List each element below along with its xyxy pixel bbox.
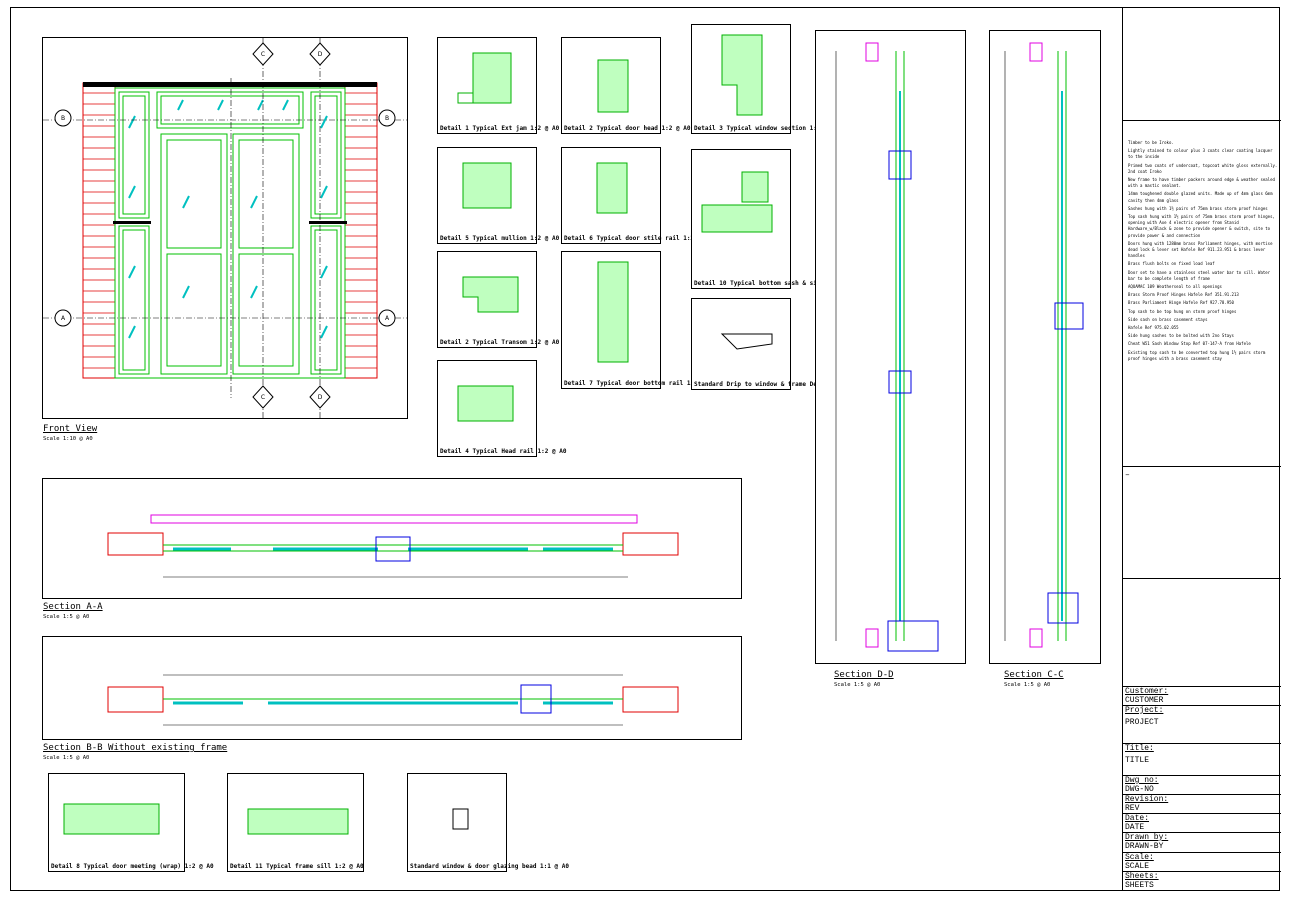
note: Lightly stained to colour plus 3 coats c… (1128, 148, 1273, 160)
detail-caption: Detail 3 Typical window section 1:1 @ A0 (694, 125, 839, 132)
note: Top sash hung with 1½ pairs of 75mm bras… (1128, 214, 1275, 238)
note: AQUAMAC 109 Weatherseal to all openings (1128, 284, 1222, 290)
note: Brass Parliament Hinge Hafele Ref 927.78… (1128, 300, 1234, 306)
note: Timber to be Iroko. (1128, 140, 1174, 145)
section-dd-scale: Scale 1:5 @ A0 (834, 682, 881, 688)
section-cc-panel (989, 30, 1101, 664)
detail-caption: Detail 5 Typical mullion 1:2 @ A0 (440, 235, 560, 242)
tb-customer: Customer:CUSTOMER (1123, 686, 1281, 705)
svg-text:D: D (318, 394, 323, 401)
detail-caption: Detail 4 Typical Head rail 1:2 @ A0 (440, 448, 567, 455)
note: Top sash to be top hung on storm proof h… (1128, 308, 1237, 314)
tb-date: Date:DATE (1123, 813, 1281, 832)
detail-2b-panel: Detail 2 Typical Transom 1:2 @ A0 (437, 251, 559, 348)
note: Brass Storm Proof Hinges Hafele Ref 351.… (1128, 292, 1239, 298)
note: Primed two coats of undercoat, topcoat w… (1128, 162, 1278, 174)
svg-text:B: B (385, 115, 389, 122)
tb-title: Title:TITLE (1123, 743, 1281, 775)
svg-text:A: A (61, 315, 66, 322)
detail-2-panel: Detail 2 Typical door head 1:2 @ A0 (561, 37, 690, 134)
glazing-bead-panel: Standard window & door glazing bead 1:1 … (407, 773, 569, 872)
note: Door set to have a stainless steel water… (1128, 269, 1271, 281)
note: Cheat W51 Sash Window Stop Ref 07-147-A … (1128, 341, 1251, 347)
title-block: – Customer:CUSTOMER Project:PROJECT Titl… (1122, 7, 1281, 891)
note: Side hung sashes to be bolted with 2no S… (1128, 333, 1234, 339)
front-view-label: Front View (43, 424, 98, 434)
section-markers (54, 42, 396, 409)
tb-blank-1: – (1123, 466, 1281, 578)
section-cc-scale: Scale 1:5 @ A0 (1004, 682, 1051, 688)
svg-text:C: C (261, 51, 265, 58)
detail-caption: Detail 7 Typical door bottom rail 1:2 @ … (564, 380, 716, 387)
detail-8-panel: Detail 8 Typical door meeting (wrap) 1:2… (48, 773, 214, 872)
tb-drawn-by: Drawn by:DRAWN-BY (1123, 832, 1281, 852)
note: Side sash on brass casement stays (1128, 316, 1208, 322)
glass-reflections (128, 99, 328, 339)
svg-text:C: C (261, 394, 265, 401)
drip-detail-panel: Standard Drip to window & frame Detail 1… (691, 298, 860, 390)
detail-1-panel: Detail 1 Typical Ext jam 1:2 @ A0 (437, 37, 559, 134)
detail-caption: Detail 6 Typical door stile rail 1:2 @ A… (564, 235, 713, 242)
front-view-drawing: B B A A C D C D (43, 38, 407, 418)
tb-project: Project:PROJECT (1123, 705, 1281, 743)
note: Hafele Ref 975.02.055 (1128, 325, 1179, 331)
detail-caption: Standard window & door glazing bead 1:1 … (410, 863, 569, 870)
detail-caption: Detail 11 Typical frame sill 1:2 @ A0 (230, 863, 364, 870)
detail-4-panel: Detail 4 Typical Head rail 1:2 @ A0 (437, 360, 566, 457)
detail-caption: Detail 2 Typical door head 1:2 @ A0 (564, 125, 691, 132)
detail-caption: Detail 2 Typical Transom 1:2 @ A0 (440, 339, 560, 346)
svg-text:D: D (318, 51, 323, 58)
detail-3-panel: Detail 3 Typical window section 1:1 @ A0 (691, 24, 839, 134)
detail-6-panel: Detail 6 Typical door stile rail 1:2 @ A… (561, 147, 712, 244)
tb-revision: Revision:REV (1123, 794, 1281, 813)
detail-7-panel: Detail 7 Typical door bottom rail 1:2 @ … (561, 251, 716, 389)
tb-scale: Scale:SCALE (1123, 852, 1281, 871)
detail-11-panel: Detail 11 Typical frame sill 1:2 @ A0 (227, 773, 364, 872)
detail-caption: Detail 10 Typical bottom sash & sill rai… (694, 280, 857, 287)
section-aa-panel (42, 478, 742, 599)
front-view-scale: Scale 1:10 @ A0 (43, 436, 93, 442)
note: Sashes hung with 1½ pairs of 75mm brass … (1128, 205, 1268, 211)
section-bb-panel (42, 636, 742, 740)
detail-5-panel: Detail 5 Typical mullion 1:2 @ A0 (437, 147, 559, 244)
section-aa-scale: Scale 1:5 @ A0 (43, 614, 90, 620)
tb-notes-divider (1123, 120, 1281, 121)
tb-sheets: Sheets:SHEETS (1123, 871, 1281, 891)
svg-text:A: A (385, 315, 390, 322)
spec-notes: Timber to be Iroko. Lightly stained to c… (1128, 140, 1278, 364)
tb-dash: – (1125, 471, 1130, 480)
note: Brass flush bolts on fixed load leaf (1128, 261, 1215, 267)
note: 14mm toughened double glazed units. Made… (1128, 191, 1273, 203)
note: Doors hung with 1280mm brass Parliament … (1128, 240, 1273, 259)
brick-courses (83, 92, 377, 369)
section-dd-label: Section D-D (834, 670, 894, 680)
section-cc-label: Section C-C (1004, 670, 1064, 680)
front-view-panel: B B A A C D C D (42, 37, 408, 419)
section-bb-label: Section B-B Without existing frame (43, 743, 228, 753)
note: Existing top sash to be converted top hu… (1128, 349, 1266, 361)
section-dd-panel (815, 30, 966, 664)
head-lintel (83, 82, 377, 87)
svg-text:B: B (61, 115, 65, 122)
drawing-border (10, 7, 1280, 891)
tb-dwgno: Dwg no:DWG-NO (1123, 775, 1281, 794)
detail-caption: Standard Drip to window & frame Detail 1… (694, 381, 861, 388)
section-bb-scale: Scale 1:5 @ A0 (43, 755, 90, 761)
tb-blank-2 (1123, 578, 1281, 686)
note: New frame to have timber packers around … (1128, 177, 1275, 189)
section-aa-label: Section A-A (43, 602, 103, 612)
detail-caption: Detail 8 Typical door meeting (wrap) 1:2… (51, 863, 214, 870)
detail-caption: Detail 1 Typical Ext jam 1:2 @ A0 (440, 125, 560, 132)
detail-10-panel: Detail 10 Typical bottom sash & sill rai… (691, 149, 857, 289)
